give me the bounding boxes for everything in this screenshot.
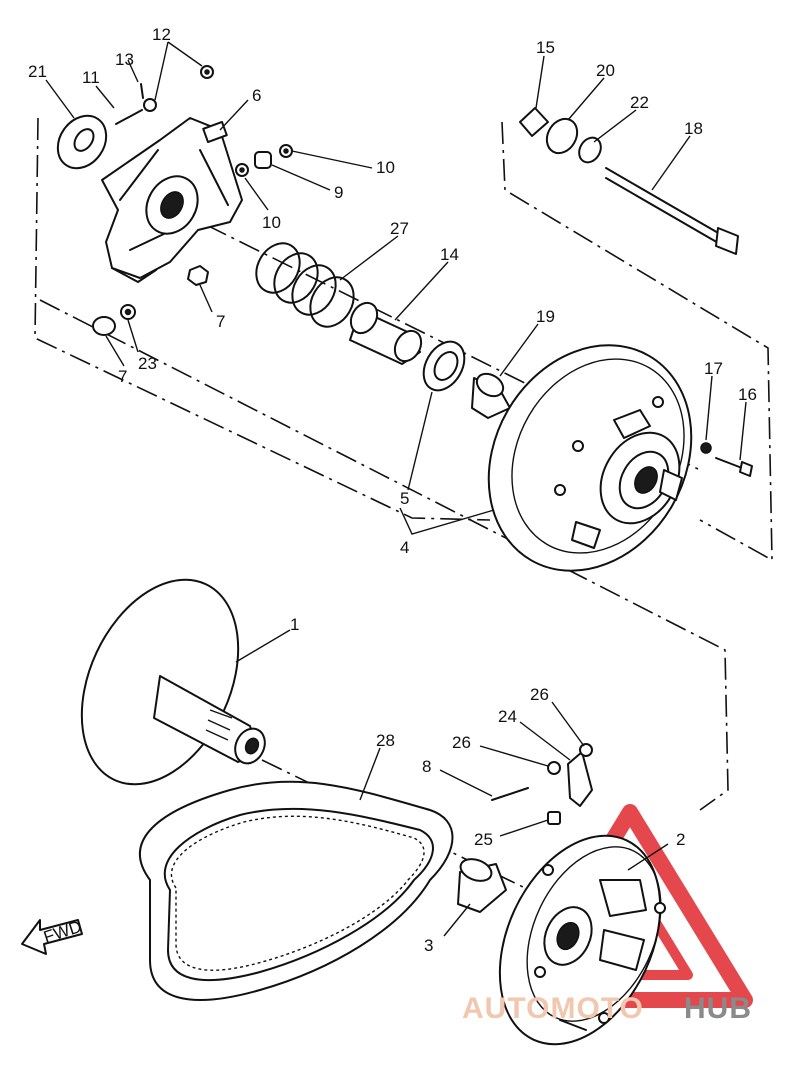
callout-numbers: 21 11 13 12 6 10 9 10 7 23 7 27 14 19 5 …	[28, 25, 757, 955]
callout-4: 4	[400, 538, 409, 557]
assembly-boundary-lower	[39, 299, 729, 811]
part-10-washer-a	[279, 144, 293, 158]
callout-24: 24	[498, 707, 517, 726]
callout-15: 15	[536, 38, 555, 57]
callout-26-b: 26	[452, 733, 471, 752]
callout-7-b: 7	[118, 367, 127, 386]
watermark-text-part1: AUTOMOTO	[462, 992, 644, 1025]
part-9-roller	[254, 151, 272, 169]
callout-27: 27	[390, 219, 409, 238]
part-22-washer	[578, 136, 602, 164]
part-13-pin	[140, 83, 144, 99]
part-11-bolt	[115, 98, 157, 125]
callout-19: 19	[536, 307, 555, 326]
callout-26-a: 26	[530, 685, 549, 704]
callout-25: 25	[474, 830, 493, 849]
callout-5: 5	[400, 489, 409, 508]
part-20-plate	[545, 117, 579, 155]
watermark-text-part2: HUB	[684, 992, 752, 1025]
fwd-label: FWD	[41, 917, 84, 947]
part-23-washer	[120, 304, 136, 320]
callout-2: 2	[676, 830, 685, 849]
part-7-nut-upper	[187, 265, 209, 286]
assembly-boundary-right	[501, 121, 773, 562]
callout-11: 11	[82, 68, 100, 87]
callout-22: 22	[630, 93, 649, 112]
part-6-spider	[101, 117, 243, 283]
part-21-washer	[56, 114, 108, 170]
part-16-bolt	[715, 457, 753, 477]
part-19-bushing	[471, 372, 511, 419]
assembly-boundary-upper	[34, 117, 491, 521]
callout-9: 9	[334, 183, 343, 202]
callout-28: 28	[376, 731, 395, 750]
callout-13: 13	[115, 50, 134, 69]
part-5-bearing	[422, 340, 466, 392]
callout-14: 14	[440, 245, 459, 264]
part-17-washer	[700, 442, 712, 454]
callout-3: 3	[424, 936, 433, 955]
callout-10-b: 10	[262, 213, 281, 232]
part-28-belt	[138, 780, 454, 1001]
callout-12: 12	[152, 25, 171, 44]
part-2-movable-sheave	[498, 834, 666, 1046]
part-8-pin	[491, 787, 529, 801]
callout-7-a: 7	[216, 312, 225, 331]
part-24-link	[567, 751, 593, 807]
part-10-washer-b	[235, 163, 249, 177]
part-1-sheave	[80, 578, 266, 786]
part-4-cover	[487, 344, 693, 572]
callout-6: 6	[252, 86, 261, 105]
callout-16: 16	[738, 385, 757, 404]
fwd-arrow-icon: FWD	[21, 917, 84, 955]
part-26-nut-b	[579, 743, 593, 757]
callout-10-a: 10	[376, 158, 395, 177]
callout-21: 21	[28, 62, 47, 81]
callout-23: 23	[138, 354, 157, 373]
part-3-bushing	[457, 858, 507, 913]
part-7-cap-lower	[92, 316, 116, 336]
callout-17: 17	[704, 359, 723, 378]
callout-20: 20	[596, 61, 615, 80]
part-27-spring	[255, 242, 355, 328]
callout-1: 1	[290, 615, 299, 634]
part-25-pin	[547, 811, 561, 825]
part-18-bolt	[605, 167, 739, 255]
callout-8: 8	[422, 757, 431, 776]
part-26-nut-a	[547, 761, 561, 775]
leader-lines	[45, 41, 747, 937]
callout-18: 18	[684, 119, 703, 138]
watermark: AUTOMOTO HUB	[462, 992, 752, 1025]
part-14-sleeve	[349, 301, 423, 365]
part-15-clip	[519, 107, 549, 137]
part-12-nut	[200, 65, 214, 79]
